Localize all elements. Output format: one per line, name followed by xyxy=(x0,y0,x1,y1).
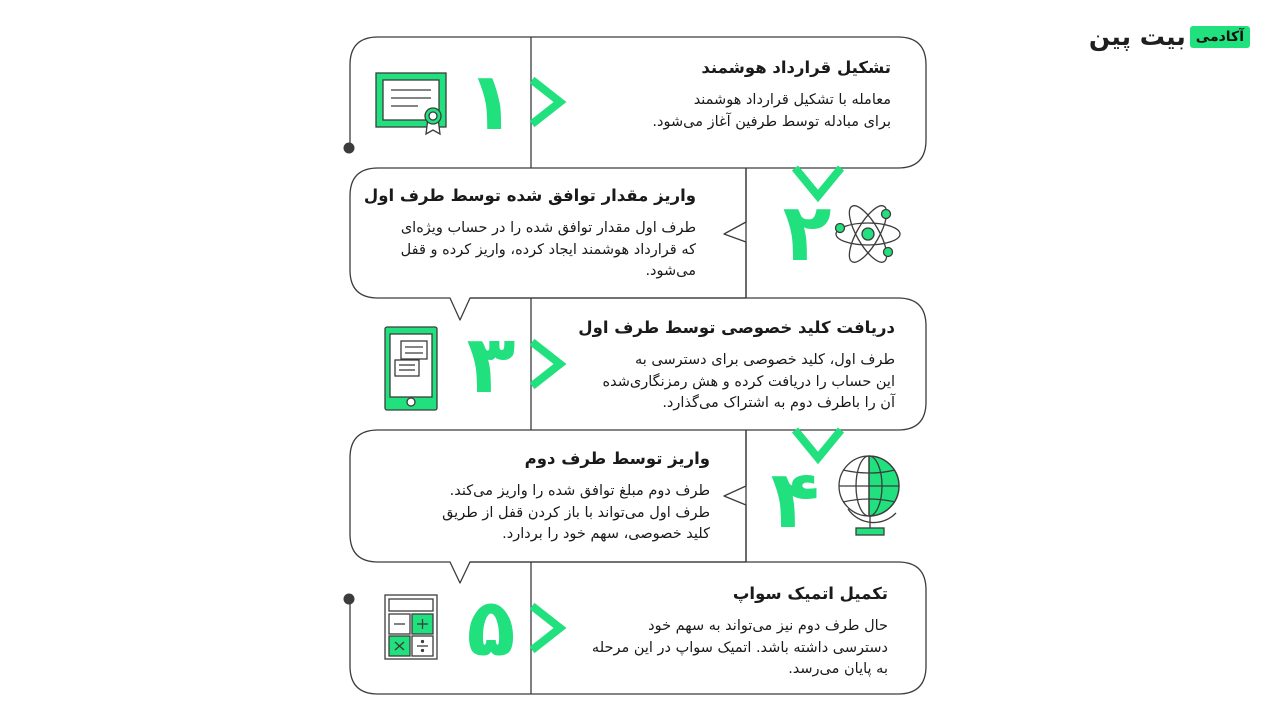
step-3-box xyxy=(470,297,927,431)
step-5-box xyxy=(349,561,927,695)
step-4-number: ۴ xyxy=(770,453,820,546)
chevron-right-icon xyxy=(529,338,567,390)
calculator-icon xyxy=(384,594,438,660)
brand-logo: بیت پین آکادمی xyxy=(1089,22,1250,51)
step-5-text: تکمیل اتمیک سواپ حال طرف دوم نیز می‌توان… xyxy=(548,584,888,681)
step-5-number: ۵ xyxy=(466,581,516,674)
chevron-right-icon xyxy=(529,602,567,654)
step-1-text: تشکیل قرارداد هوشمند معامله با تشکیل قرا… xyxy=(571,58,891,133)
step-5-title: تکمیل اتمیک سواپ xyxy=(732,584,888,603)
step-4-description: طرف دوم مبلغ توافق شده را واریز می‌کند. … xyxy=(442,483,710,542)
chevron-right-icon xyxy=(529,76,567,128)
end-dot xyxy=(343,593,355,605)
brand-tag: آکادمی xyxy=(1189,25,1250,48)
atom-icon xyxy=(834,205,901,263)
step-4-text: واریز توسط طرف دوم طرف دوم مبلغ توافق شد… xyxy=(370,449,710,546)
step-2-text: واریز مقدار توافق شده توسط طرف اول طرف ا… xyxy=(356,186,696,283)
step-1-box xyxy=(349,36,927,169)
step-2-number: ۲ xyxy=(782,186,832,279)
step-1-number: ۱ xyxy=(466,55,516,148)
step-2-title: واریز مقدار توافق شده توسط طرف اول xyxy=(363,186,696,205)
chevron-down-icon xyxy=(791,165,845,203)
brand-name: بیت پین xyxy=(1088,22,1186,51)
certificate-icon xyxy=(375,72,447,136)
phone-documents-icon xyxy=(384,326,438,411)
chevron-down-icon xyxy=(791,427,845,465)
step-3-text: دریافت کلید خصوصی توسط طرف اول طرف اول، … xyxy=(555,318,895,415)
step-3-description: طرف اول، کلید خصوصی برای دسترسی به این ح… xyxy=(602,352,895,411)
step-3-title: دریافت کلید خصوصی توسط طرف اول xyxy=(578,318,895,337)
step-4-title: واریز توسط طرف دوم xyxy=(524,449,710,468)
step-1-description: معامله با تشکیل قرارداد هوشمند برای مباد… xyxy=(652,92,891,130)
step-2-description: طرف اول مقدار توافق شده را در حساب ویژه‌… xyxy=(400,220,696,279)
globe-icon xyxy=(838,455,900,536)
start-dot xyxy=(343,142,355,154)
step-3-number: ۳ xyxy=(466,318,516,411)
step-1-title: تشکیل قرارداد هوشمند xyxy=(701,58,891,77)
step-5-description: حال طرف دوم نیز می‌تواند به سهم خود دستر… xyxy=(591,618,888,677)
